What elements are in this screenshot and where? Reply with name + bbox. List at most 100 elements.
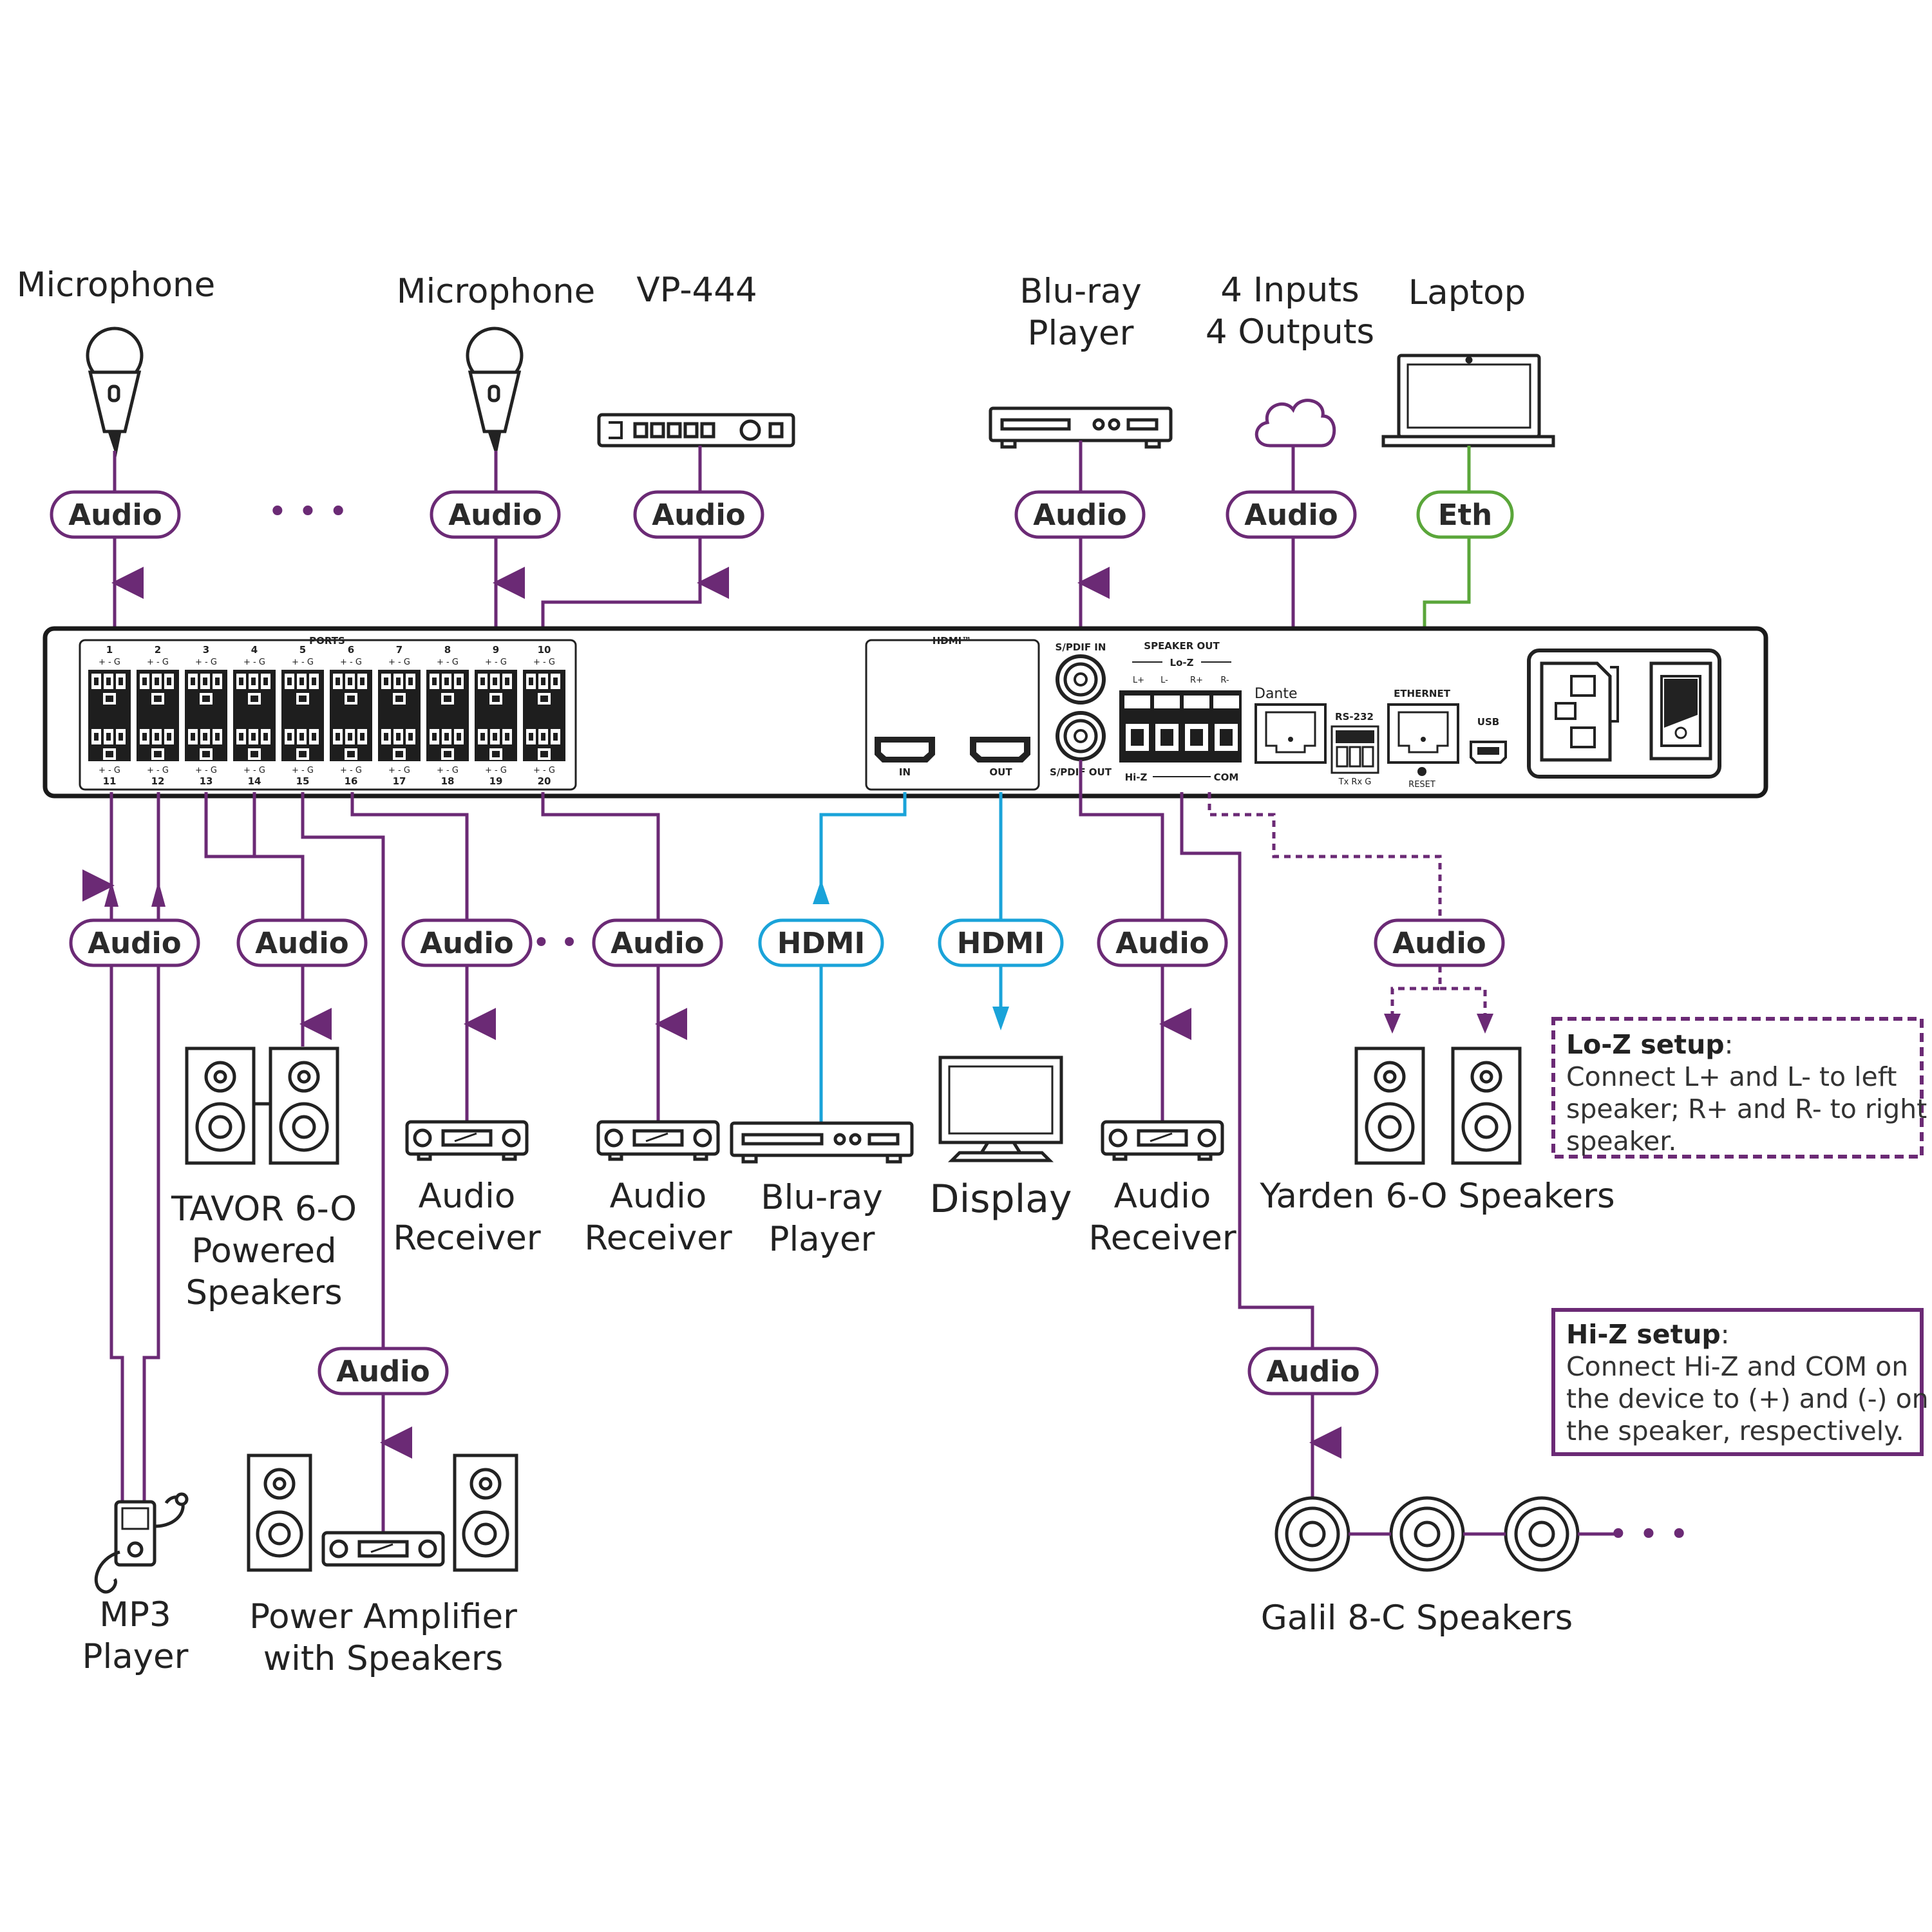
laptop-label: Laptop [1408,273,1526,312]
hiz-line-2: the device to (+) and (-) on [1566,1383,1929,1414]
loz-dashed-lines [1208,792,1487,1018]
ethernet-port[interactable]: ETHERNET RESET [1387,688,1459,790]
port-number-bottom: 20 [538,775,551,787]
audio-receiver-3: Audio Receiver [1088,1120,1236,1258]
hiz-line-1: Connect Hi-Z and COM on [1566,1351,1908,1382]
rs232-pins: Tx Rx G [1338,777,1372,787]
port-number-top: 10 [538,644,551,656]
svg-text:Lo-Z setup:: Lo-Z setup: [1566,1029,1734,1060]
svg-text:Audio: Audio [1266,1354,1359,1388]
microphone-1: Microphone [17,265,215,457]
hdmi-arrows [813,880,1009,1030]
port-column-7[interactable]: 7+ - G+ - G17 [378,644,421,787]
svg-text:HDMI: HDMI [957,926,1045,960]
pin-label-top: + - G [533,658,555,667]
pill-hdmi-display: HDMI [938,918,1064,967]
usb-label: USB [1477,716,1499,728]
spdif-in-jack[interactable] [1056,654,1106,705]
pill-audio-amp: Audio [317,1347,449,1396]
pin-label-top: + - G [437,658,459,667]
receiver-2-label-2: Receiver [584,1218,732,1258]
galil-speakers: Galil 8-C Speakers [1261,1496,1616,1638]
hdmi-out-label: OUT [989,766,1012,778]
hdmi-in-port[interactable]: IN [875,737,935,778]
mp3-player: MP3 Player [82,1492,189,1676]
amp-label-2: with Speakers [263,1639,503,1678]
port-column-6[interactable]: 6+ - G+ - G16 [330,644,372,787]
speaker-terminal-block[interactable] [1119,690,1242,762]
loz-title: Lo-Z setup [1566,1029,1725,1060]
receiver-icon [596,1120,720,1161]
speaker-icon [1354,1046,1522,1165]
power-amplifier: Power Amplifier with Speakers [247,1454,518,1678]
svg-text:HDMI: HDMI [777,926,866,960]
svg-text:Eth: Eth [1438,498,1492,532]
video-processor-icon [597,413,795,448]
pin-label-top: + - G [99,658,120,667]
dante-label-1: 4 Inputs [1220,270,1359,310]
pin-label-bottom: + - G [195,766,217,775]
mp3-arrows [104,881,166,907]
port-column-1[interactable]: 1+ - G+ - G11 [88,644,131,787]
pin-label-bottom: + - G [243,766,265,775]
pill-audio-yarden: Audio [1374,918,1505,967]
tavor-label-2: Powered [191,1231,336,1271]
laptop: Laptop [1381,273,1555,448]
port-column-10[interactable]: 10+ - G+ - G20 [523,644,565,787]
port-column-2[interactable]: 2+ - G+ - G12 [137,644,179,787]
pill-audio-receiver-2: Audio [592,918,723,967]
vp-444: VP-444 [597,270,795,448]
hdmi-title: HDMI™ [933,635,972,647]
audio-receiver-2: Audio Receiver [584,1120,732,1258]
svg-text:Audio: Audio [1115,926,1209,960]
port-number-bottom: 17 [393,775,406,787]
galil-label: Galil 8-C Speakers [1261,1598,1573,1638]
pill-audio-galil: Audio [1247,1347,1379,1396]
spk-r-minus: R- [1220,676,1229,685]
loz-note: Lo-Z setup: Connect L+ and L- to left sp… [1551,1017,1927,1159]
receiver-icon [405,1120,529,1161]
reset-button[interactable] [1417,767,1426,776]
usb-port[interactable]: USB [1470,716,1507,764]
spdif-out-jack[interactable] [1056,711,1106,761]
port-number-bottom: 19 [489,775,503,787]
port-column-5[interactable]: 5+ - G+ - G15 [281,644,324,787]
port-column-4[interactable]: 4+ - G+ - G14 [233,644,276,787]
receiver-3-label-2: Receiver [1088,1218,1236,1258]
svg-text:Audio: Audio [448,498,542,532]
rs232-port[interactable]: RS-232 Tx Rx G [1331,711,1379,787]
cloud-icon [1255,399,1336,448]
hdmi-out-port[interactable]: OUT [970,737,1030,778]
hiz-note: Hi-Z setup: Connect Hi-Z and COM on the … [1551,1308,1929,1456]
port-column-8[interactable]: 8+ - G+ - G18 [426,644,469,787]
yarden-label: Yarden 6-O Speakers [1259,1177,1615,1216]
bluray-player-bottom: Blu-ray Player [730,1121,914,1259]
port-number-top: 3 [203,644,209,656]
spk-r-plus: R+ [1190,676,1203,685]
pin-label-bottom: + - G [147,766,169,775]
pin-label-top: + - G [340,658,362,667]
svg-text:Audio: Audio [611,926,704,960]
loz-line-2: speaker; R+ and R- to right [1566,1094,1927,1124]
pill-audio-mp3: Audio [69,918,200,967]
svg-text:Hi-Z setup:: Hi-Z setup: [1566,1319,1730,1350]
port-column-3[interactable]: 3+ - G+ - G13 [185,644,227,787]
pill-audio-vp444: Audio [633,490,764,539]
port-number-top: 9 [493,644,499,656]
receiver-1-label-2: Receiver [393,1218,540,1258]
pill-audio-tavor: Audio [236,918,368,967]
speaker-out-block: SPEAKER OUT Lo-Z L+ L- R+ R- Hi-Z COM [1119,640,1242,783]
vp-444-label: VP-444 [636,270,757,310]
pill-hdmi-bluray: HDMI [758,918,884,967]
rs232-label: RS-232 [1335,711,1374,723]
pin-label-top: + - G [195,658,217,667]
dante-port[interactable]: Dante [1255,686,1327,764]
com-label: COM [1214,772,1239,783]
pin-label-top: + - G [485,658,507,667]
port-column-9[interactable]: 9+ - G+ - G19 [475,644,517,787]
svg-text:Audio: Audio [1244,498,1338,532]
svg-text:Audio: Audio [420,926,513,960]
svg-text:Audio: Audio [652,498,745,532]
